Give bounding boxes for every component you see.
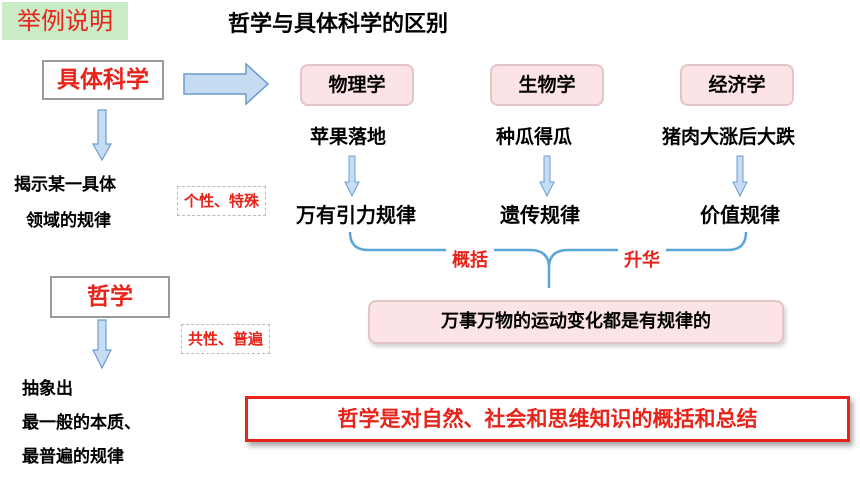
example-tag: 举例说明 xyxy=(2,2,128,40)
page-title: 哲学与具体科学的区别 xyxy=(228,12,449,37)
example-physics: 苹果落地 xyxy=(310,126,387,148)
philosophy-label: 哲学 xyxy=(50,276,170,318)
concrete-desc-line1: 揭示某一具体 xyxy=(14,175,116,195)
down-arrow-icon xyxy=(732,155,748,198)
philosophy-desc-line2: 最一般的本质、 xyxy=(22,413,141,433)
concrete-trait-tag: 个性、特殊 xyxy=(177,186,267,216)
right-arrow-icon xyxy=(183,62,270,106)
general-law-box: 万事万物的运动变化都是有规律的 xyxy=(368,300,784,344)
law-biology: 遗传规律 xyxy=(500,203,580,227)
philosophy-desc-line1: 抽象出 xyxy=(22,379,73,399)
down-arrow-icon xyxy=(539,155,555,198)
brace-label-generalize: 概括 xyxy=(446,248,494,274)
down-arrow-icon xyxy=(92,319,112,370)
science-box-economics: 经济学 xyxy=(680,64,794,106)
law-physics: 万有引力规律 xyxy=(296,203,416,227)
concrete-desc-line2: 领域的规律 xyxy=(26,211,111,231)
brace-label-sublimate: 升华 xyxy=(618,248,666,274)
science-box-biology: 生物学 xyxy=(490,64,604,106)
example-biology: 种瓜得瓜 xyxy=(496,126,573,148)
down-arrow-icon xyxy=(91,109,113,162)
philosophy-trait-tag: 共性、普遍 xyxy=(181,324,271,354)
brace-shape xyxy=(348,231,748,267)
science-box-physics: 物理学 xyxy=(300,64,414,106)
philosophy-desc-line3: 最普遍的规律 xyxy=(22,447,124,467)
law-economics: 价值规律 xyxy=(700,203,780,227)
example-economics: 猪肉大涨后大跌 xyxy=(662,126,796,148)
summary-box: 哲学是对自然、社会和思维知识的概括和总结 xyxy=(245,396,850,442)
concrete-science-label: 具体科学 xyxy=(42,60,164,100)
down-arrow-icon xyxy=(344,155,360,198)
